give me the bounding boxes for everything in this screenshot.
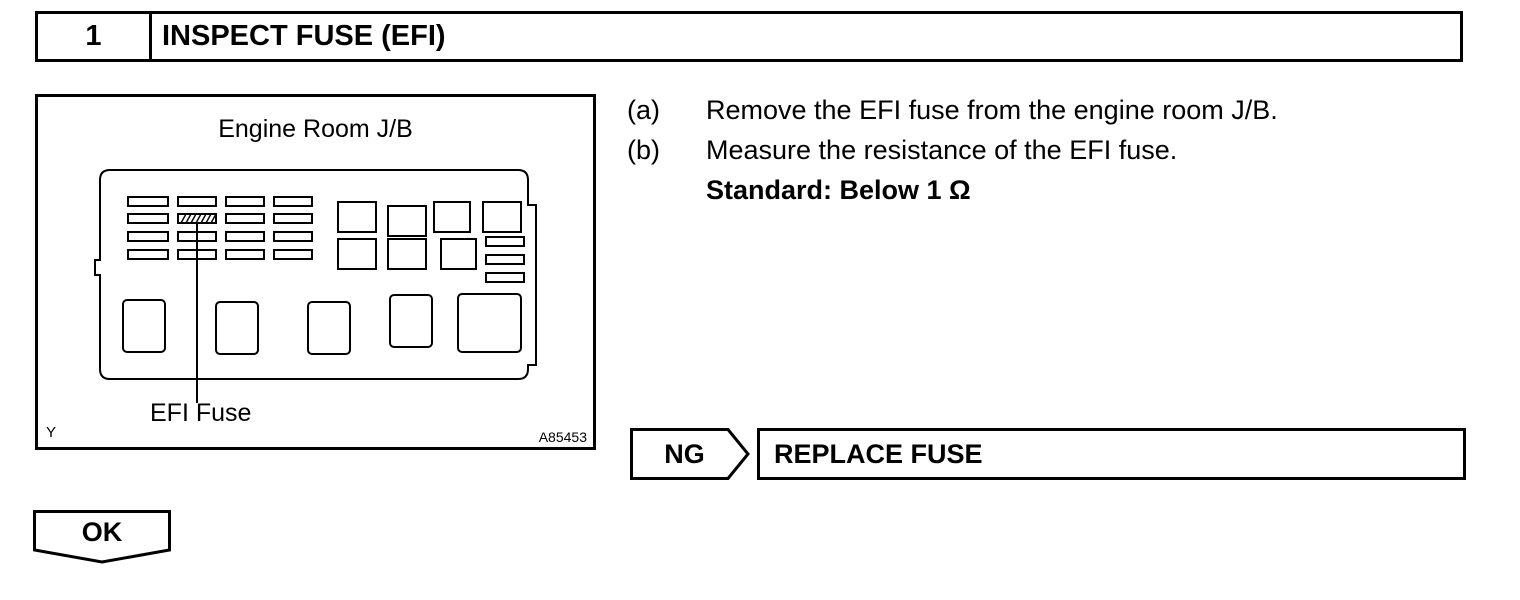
junction-box-diagram: [94, 169, 537, 403]
step-header: 1 INSPECT FUSE (EFI): [35, 11, 1463, 62]
relay-grid: [337, 201, 525, 283]
standard-value: Standard: Below 1 Ω: [706, 175, 971, 205]
junction-box-figure: Engine Room J/B EFI Fuse Y A85453: [35, 94, 596, 450]
figure-title: Engine Room J/B: [218, 115, 413, 143]
bottom-blocks: [122, 293, 522, 355]
instruction-text: Measure the resistance of the EFI fuse.: [706, 135, 1178, 165]
instruction-item: (a) Remove the EFI fuse from the engine …: [627, 90, 1278, 130]
ok-badge: OK: [33, 510, 173, 564]
ng-badge: NG: [630, 428, 752, 480]
jb-outline: [94, 169, 537, 380]
instruction-label: (a): [627, 95, 660, 125]
figure-id: A85453: [538, 429, 587, 445]
instructions: (a) Remove the EFI fuse from the engine …: [627, 90, 1278, 210]
instruction-label: (b): [627, 135, 660, 165]
ok-arrow-icon: [33, 510, 171, 564]
step-title: INSPECT FUSE (EFI): [162, 20, 446, 52]
instruction-item: (b) Measure the resistance of the EFI fu…: [627, 130, 1278, 170]
instruction-text: Remove the EFI fuse from the engine room…: [706, 95, 1278, 125]
figure-corner-code-left: Y: [46, 424, 57, 441]
efi-fuse-highlight: [177, 213, 217, 224]
ng-label: NG: [664, 438, 705, 469]
ok-label: OK: [81, 516, 123, 547]
step-number: 1: [38, 14, 152, 59]
ng-arrow-icon: [630, 428, 750, 480]
fuse-grid: [127, 196, 313, 260]
efi-fuse-callout: EFI Fuse: [150, 399, 252, 427]
ng-result: REPLACE FUSE: [757, 428, 1466, 480]
